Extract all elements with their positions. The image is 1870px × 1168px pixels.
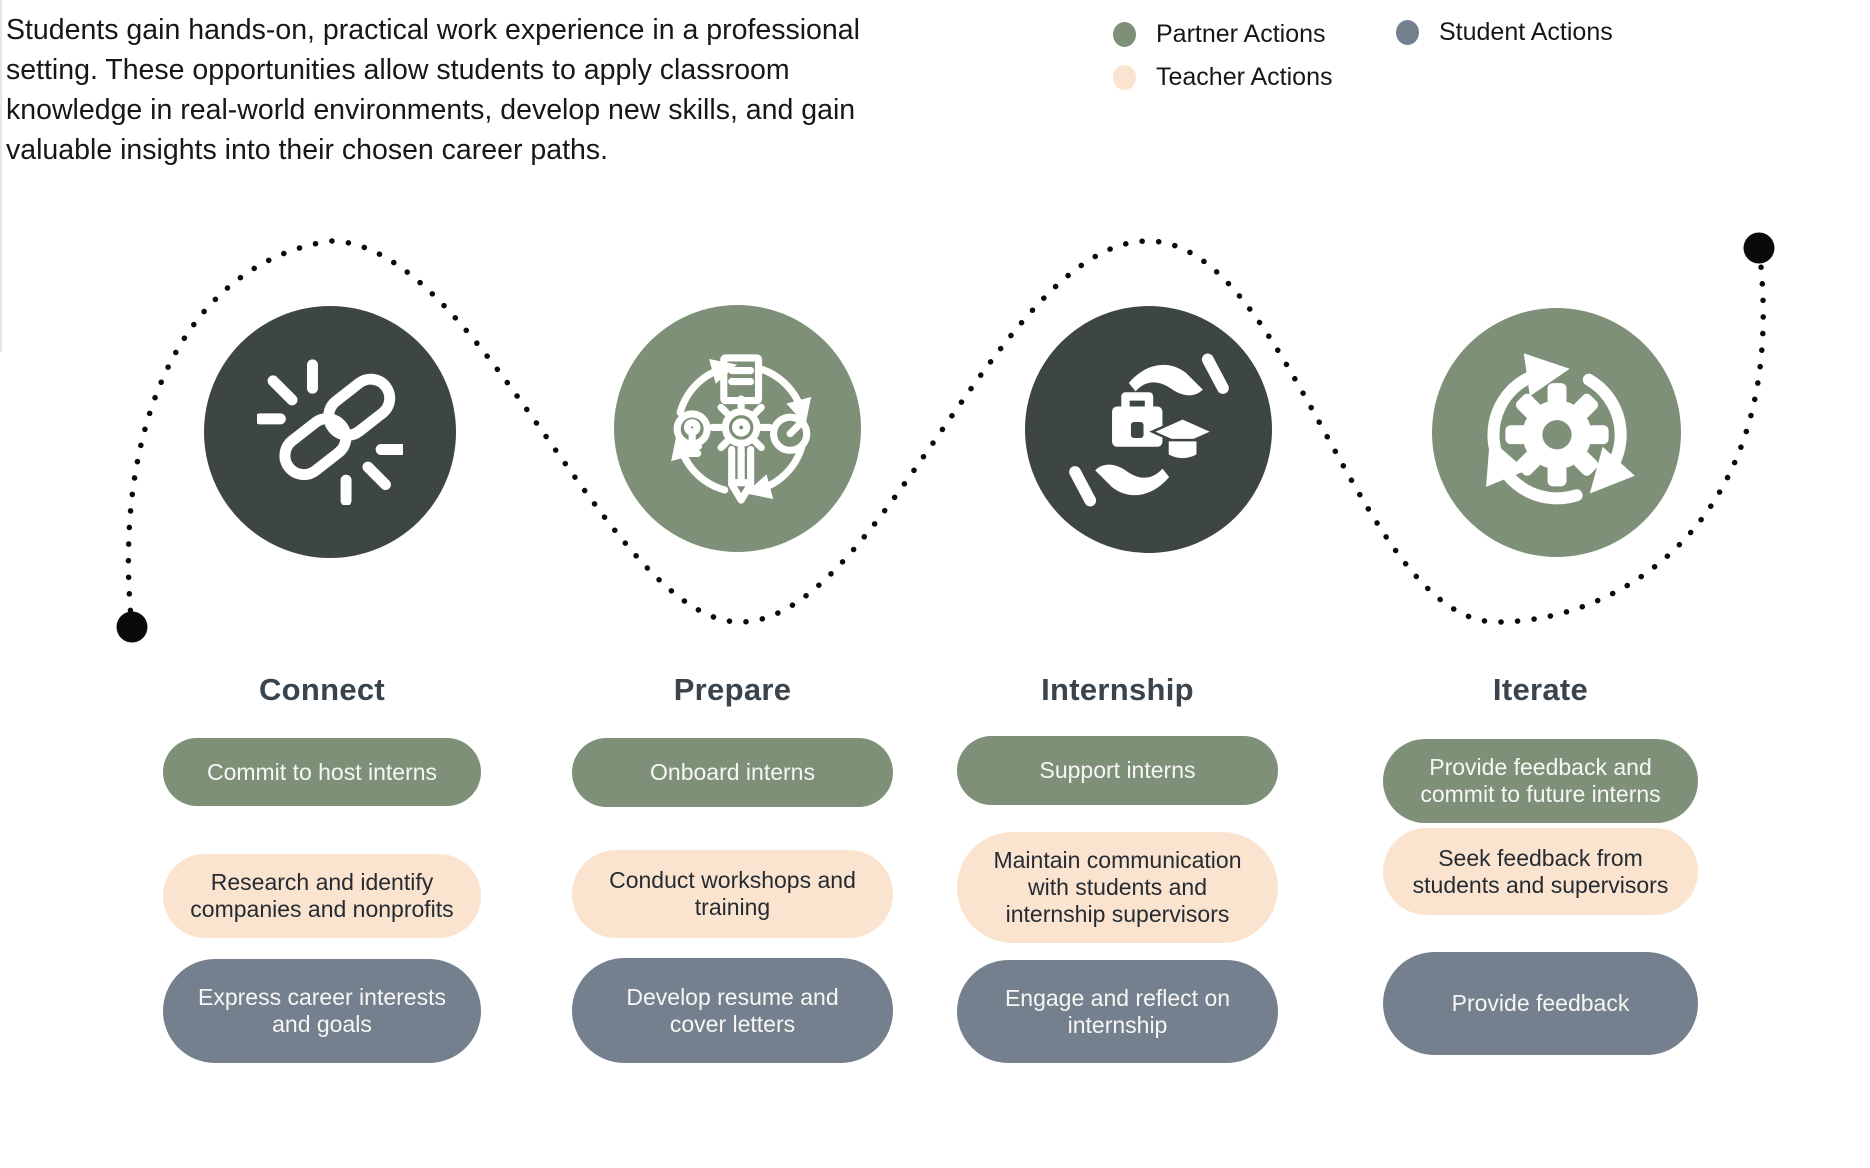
stage-column-connect: Connect Commit to host interns Research … bbox=[163, 0, 481, 1168]
intro-paragraph: Students gain hands-on, practical work e… bbox=[6, 10, 1006, 170]
stage-title: Connect bbox=[258, 672, 386, 707]
stage-circle-prepare bbox=[614, 305, 861, 552]
legend-item-student: Student Actions bbox=[1396, 18, 1613, 47]
legend-label: Student Actions bbox=[1439, 18, 1613, 46]
stage-circle-internship bbox=[1025, 306, 1272, 553]
action-pill: Engage and reflect on internship bbox=[957, 960, 1278, 1063]
legend-item-teacher: Teacher Actions bbox=[1113, 63, 1333, 92]
stage-column-internship: Internship Support interns Maintain comm… bbox=[957, 0, 1278, 1168]
intro-line: valuable insights into their chosen care… bbox=[6, 134, 609, 166]
briefcase-hands-icon bbox=[1068, 353, 1229, 506]
action-pill: Commit to host interns bbox=[163, 738, 481, 806]
action-pill: Support interns bbox=[957, 736, 1278, 805]
action-pill: Research and identify companies and nonp… bbox=[163, 854, 481, 938]
action-pill: Express career interests and goals bbox=[163, 959, 481, 1063]
stage-column-iterate: Iterate Provide feedback and commit to f… bbox=[1383, 0, 1698, 1168]
planning-icon bbox=[670, 353, 811, 504]
stage-column-prepare: Prepare Onboard interns Conduct workshop… bbox=[572, 0, 893, 1168]
action-pill: Provide feedback and commit to future in… bbox=[1383, 739, 1698, 823]
journey-start-dot bbox=[116, 611, 148, 643]
chain-link-icon bbox=[257, 359, 403, 505]
legend-label: Teacher Actions bbox=[1156, 63, 1333, 91]
journey-end-dot bbox=[1743, 232, 1775, 264]
intro-line: setting. These opportunities allow stude… bbox=[6, 54, 790, 86]
action-pill: Onboard interns bbox=[572, 738, 893, 807]
intro-line: Students gain hands-on, practical work e… bbox=[6, 14, 860, 46]
process-arrows-icon bbox=[1485, 352, 1635, 504]
stage-title: Iterate bbox=[1492, 672, 1589, 707]
legend-item-partner: Partner Actions bbox=[1113, 20, 1326, 49]
intro-line: knowledge in real-world environments, de… bbox=[6, 94, 856, 126]
legend-label: Partner Actions bbox=[1156, 20, 1326, 48]
student-color-dot-icon bbox=[1396, 20, 1419, 45]
stage-title: Internship bbox=[1041, 672, 1194, 707]
action-pill: Conduct workshops and training bbox=[572, 850, 893, 938]
partner-color-dot-icon bbox=[1113, 22, 1136, 47]
stage-circle-iterate bbox=[1432, 308, 1681, 557]
action-pill: Maintain communication with students and… bbox=[957, 832, 1278, 943]
teacher-color-dot-icon bbox=[1113, 65, 1136, 90]
action-pill: Develop resume and cover letters bbox=[572, 958, 893, 1063]
action-pill: Seek feedback from students and supervis… bbox=[1383, 828, 1698, 915]
action-pill: Provide feedback bbox=[1383, 952, 1698, 1055]
stage-circle-connect bbox=[204, 306, 456, 558]
page-edge-line bbox=[0, 0, 2, 352]
stage-title: Prepare bbox=[673, 672, 792, 707]
